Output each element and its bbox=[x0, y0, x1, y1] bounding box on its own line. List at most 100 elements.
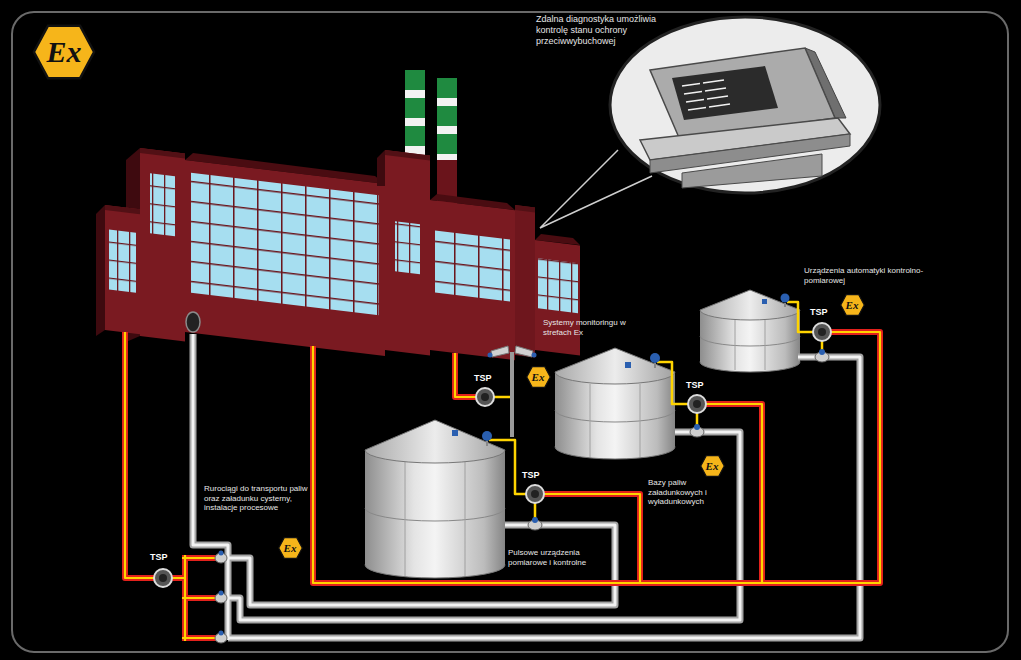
factory-building-part-part bbox=[109, 229, 136, 292]
valves-sensors-part-part bbox=[762, 299, 767, 304]
factory-building-part bbox=[430, 200, 515, 360]
device-label: TSP bbox=[810, 307, 828, 318]
console-callout-part bbox=[540, 150, 652, 228]
factory-building-part bbox=[437, 134, 457, 154]
valves-sensors-part-part bbox=[694, 424, 700, 430]
signal-wiring-part-part bbox=[706, 404, 762, 583]
fuel-pipelines-part-part bbox=[228, 432, 740, 620]
console-callout-part-part bbox=[682, 80, 724, 86]
signal-wiring-part bbox=[489, 302, 822, 518]
console-callout-part-part bbox=[686, 96, 728, 102]
area-caption: Pulsowe urządzenia pomiarowe i kontrolne bbox=[508, 548, 608, 567]
storage-tanks-part bbox=[405, 462, 465, 576]
valves-sensors-part-part bbox=[819, 349, 825, 355]
factory-building-part-part bbox=[140, 148, 185, 341]
factory-building-part-part bbox=[105, 205, 140, 214]
factory-building-part bbox=[535, 240, 580, 355]
signal-wiring-part bbox=[125, 332, 880, 641]
tsp-devices-part bbox=[818, 328, 826, 336]
valves-sensors-part-part bbox=[219, 551, 224, 556]
area-caption: Rurociągi do transportu paliw oraz załad… bbox=[204, 484, 309, 513]
fuel-pipelines-part bbox=[193, 334, 860, 640]
ex-mark-text: Ex bbox=[46, 37, 81, 67]
device-label: TSP bbox=[522, 470, 540, 481]
fuel-pipelines-part-part bbox=[228, 357, 860, 638]
hexagon-fill bbox=[34, 26, 94, 79]
hexagon-fill bbox=[840, 295, 864, 316]
callout-caption: Zdalna diagnostyka umożliwia kontrolę st… bbox=[536, 14, 686, 46]
storage-tanks-part bbox=[555, 410, 675, 422]
factory-building-part-part bbox=[140, 148, 185, 158]
camera-pole bbox=[488, 346, 537, 437]
signal-wiring-part-part bbox=[313, 332, 880, 583]
ex-mark-text: Ex bbox=[846, 300, 859, 311]
console-callout-part bbox=[682, 154, 822, 188]
fuel-pipelines-part bbox=[193, 334, 860, 640]
camera-pole-part bbox=[515, 346, 533, 357]
console-callout-part bbox=[682, 80, 730, 110]
storage-tanks-part bbox=[700, 336, 800, 346]
console-callout bbox=[540, 17, 880, 228]
factory-building-part bbox=[405, 126, 425, 146]
valves-sensors-part-part bbox=[219, 591, 224, 596]
valves-sensors-part bbox=[215, 352, 829, 643]
fuel-pipelines bbox=[193, 334, 860, 640]
factory-building-part-part bbox=[105, 205, 140, 334]
tsp-devices-part bbox=[481, 393, 489, 401]
signal-wiring-part-part bbox=[455, 353, 476, 397]
signal-wiring-part-part bbox=[544, 494, 640, 583]
signal-wiring-part-part bbox=[455, 353, 476, 397]
tsp-devices-part bbox=[813, 323, 831, 341]
console-callout-part-part bbox=[684, 88, 726, 94]
tsp-devices-part bbox=[531, 490, 539, 498]
storage-tanks-part bbox=[365, 420, 505, 463]
factory-building-part-part bbox=[430, 200, 515, 360]
signal-wiring-part-part bbox=[313, 332, 880, 583]
storage-tanks-part bbox=[365, 508, 505, 521]
factory-building-part bbox=[105, 205, 140, 334]
factory-building-part bbox=[96, 205, 105, 336]
factory-building-part-part bbox=[535, 240, 580, 355]
fuel-pipelines-part-part bbox=[228, 432, 740, 620]
factory-building-part-part bbox=[395, 221, 420, 274]
ex-badge: Ex bbox=[526, 366, 551, 388]
console-callout-part-part bbox=[688, 104, 730, 110]
device-label: TSP bbox=[474, 373, 492, 384]
factory-building-part bbox=[437, 106, 457, 126]
tsp-devices-part bbox=[526, 485, 544, 503]
signal-wiring-part-part bbox=[544, 494, 640, 583]
factory-building-part-part bbox=[515, 205, 535, 357]
factory-building bbox=[96, 70, 580, 360]
factory-building-part bbox=[186, 312, 200, 332]
ex-badge: Ex bbox=[278, 537, 303, 559]
valves-sensors-part-part bbox=[650, 353, 660, 363]
camera-pole-part bbox=[510, 352, 514, 437]
valves-sensors-part-part bbox=[532, 517, 538, 523]
ex-badge: Ex bbox=[700, 455, 725, 477]
factory-building-part bbox=[185, 160, 385, 356]
device-label: TSP bbox=[686, 380, 704, 391]
camera-pole-part bbox=[491, 346, 509, 357]
area-caption: Bazy paliw załadunkowych i wyładunkowych bbox=[648, 478, 728, 507]
valves-sensors-part-part bbox=[219, 631, 224, 636]
area-caption: Urządzenia automatyki kontrolno-pomiarow… bbox=[804, 266, 924, 285]
area-caption: Systemy monitoringu w strefach Ex bbox=[543, 318, 638, 337]
ex-mark-text: Ex bbox=[706, 461, 719, 472]
storage-tanks-part bbox=[555, 348, 675, 384]
signal-wiring-part-part bbox=[125, 332, 155, 578]
valves-sensors-part-part bbox=[625, 362, 631, 368]
factory-building-part-part bbox=[538, 258, 578, 313]
factory-building-part-part bbox=[385, 150, 430, 160]
signal-wiring bbox=[125, 302, 880, 641]
valves-sensors-part-part bbox=[781, 294, 790, 303]
camera-pole-part bbox=[488, 353, 493, 358]
hexagon-fill bbox=[278, 538, 302, 559]
valves-sensors-part-part bbox=[452, 430, 458, 436]
console-callout-part bbox=[672, 66, 778, 120]
hexagon-fill bbox=[700, 456, 724, 477]
signal-wiring-part-part bbox=[172, 555, 216, 641]
factory-building-part-part bbox=[385, 150, 430, 355]
storage-tanks-part bbox=[735, 320, 765, 370]
tsp-devices-part bbox=[693, 400, 701, 408]
